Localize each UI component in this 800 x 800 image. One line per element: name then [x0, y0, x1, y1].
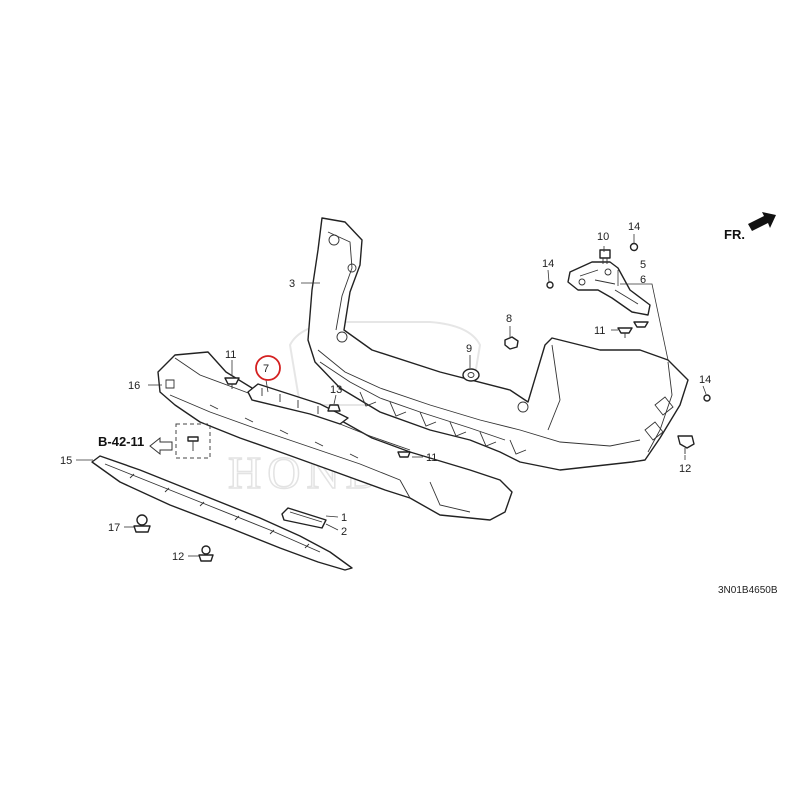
lower-bumper-skirt	[157, 351, 513, 521]
callout-3: 3	[289, 278, 295, 290]
callout-2: 2	[341, 526, 347, 538]
clip-12-left	[198, 545, 214, 562]
callout-11-right: 11	[594, 325, 605, 337]
callout-9: 9	[466, 343, 472, 355]
svg-text:7: 7	[263, 363, 269, 375]
clip-11-left	[224, 377, 240, 389]
clip-11-right-2	[633, 321, 649, 328]
leader-lines	[76, 234, 707, 557]
callout-15: 15	[60, 455, 72, 467]
screw-17	[133, 514, 151, 533]
reference-arrow-icon	[149, 436, 173, 456]
screw-14-left	[546, 281, 554, 289]
callout-14-left: 14	[542, 258, 554, 270]
side-bracket	[567, 261, 651, 316]
screw-14-upper	[629, 242, 639, 252]
reference-box	[175, 423, 211, 459]
clip-10	[599, 249, 611, 264]
callout-12-left: 12	[172, 551, 184, 563]
clip-12-right	[677, 435, 695, 454]
callout-16: 16	[128, 380, 140, 392]
upper-bumper-face	[307, 217, 689, 471]
clip-11-lower	[397, 451, 411, 458]
callout-8: 8	[506, 313, 512, 325]
callout-12-right: 12	[679, 463, 691, 475]
garnish-1-2	[281, 507, 327, 529]
callout-labels: 3 10 14 14 5 6 8 9 11 14 12 11 16 13 11 …	[60, 221, 711, 563]
clip-13	[327, 404, 341, 412]
callout-1: 1	[341, 512, 347, 524]
screw-14-right	[703, 394, 711, 402]
callout-11-lower: 11	[426, 452, 437, 464]
grommet-9	[462, 368, 480, 382]
lower-trim-strip	[91, 455, 353, 571]
clip-11-right	[617, 327, 633, 338]
center-bracket-7	[247, 383, 349, 425]
callout-17: 17	[108, 522, 120, 534]
callout-11-left: 11	[225, 349, 236, 361]
callout-6: 6	[640, 274, 646, 286]
callout-14-upper: 14	[628, 221, 640, 233]
front-direction-arrow-icon	[748, 212, 776, 231]
callout-13: 13	[330, 384, 342, 396]
drawing-code: 3N01B4650B	[718, 585, 778, 596]
highlighted-callout-7: 7	[255, 355, 281, 381]
reference-label: B-42-11	[98, 434, 144, 449]
callout-10-upper: 10	[597, 231, 609, 243]
callout-14-right: 14	[699, 374, 711, 386]
callout-5: 5	[640, 259, 646, 271]
nut-8	[504, 336, 519, 350]
direction-label: FR.	[724, 227, 745, 242]
